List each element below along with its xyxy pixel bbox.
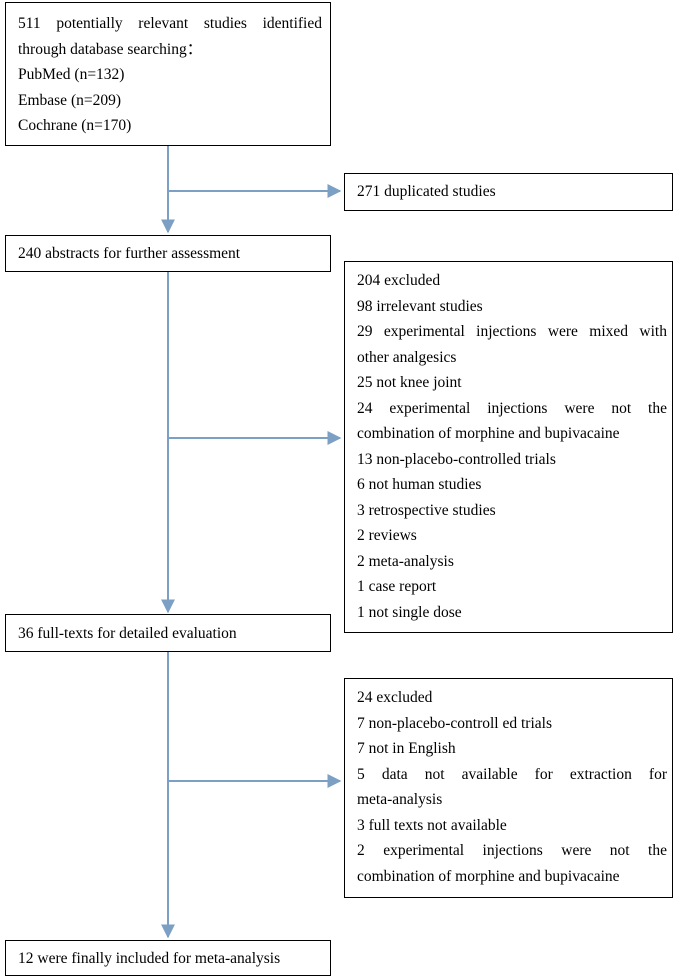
excluded-fulltexts-line: 2 experimental injections were not the [357,842,667,859]
excluded-fulltexts-line: 3 full texts not available [357,816,507,834]
excluded-fulltexts-box: 24 excluded 7 non-placebo-controll ed tr… [344,678,673,898]
excluded-abstracts-line: 1 not single dose [357,603,462,621]
excluded-abstracts-line: 29 experimental injections were mixed wi… [357,323,667,340]
excluded-abstracts-line: 2 reviews [357,527,417,544]
fulltexts-text: 36 full-texts for detailed evaluation [18,625,237,642]
identified-studies-box: 511 potentially relevant studies identif… [5,2,331,146]
excluded-fulltexts-line: 24 excluded [357,689,433,706]
excluded-abstracts-line: 3 retrospective studies [357,501,496,519]
excluded-abstracts-box: 204 excluded 98 irrelevant studies 29 ex… [344,261,673,633]
excluded-fulltexts-line: 5 data not available for extraction for [357,765,667,783]
identified-line-pubmed: PubMed (n=132) [18,66,125,83]
excluded-abstracts-line: 2 meta-analysis [357,552,454,570]
abstracts-box: 240 abstracts for further assessment [5,235,331,272]
excluded-fulltexts-line: 7 non-placebo-controll ed trials [357,714,552,732]
excluded-abstracts-line: 6 not human studies [357,476,482,493]
excluded-abstracts-line: 98 irrelevant studies [357,297,483,315]
included-box: 12 were finally included for meta-analys… [5,940,331,976]
excluded-abstracts-line: 1 case report [357,578,437,595]
excluded-fulltexts-line: 7 not in English [357,740,456,757]
excluded-abstracts-line: combination of morphine and bupivacaine [357,425,620,442]
identified-line-embase: Embase (n=209) [18,91,122,109]
excluded-fulltexts-line: meta-analysis [357,791,443,808]
excluded-abstracts-line: other analgesics [357,348,457,366]
duplicates-box: 271 duplicated studies [344,173,673,211]
excluded-abstracts-line: 25 not knee joint [357,374,462,391]
fulltexts-box: 36 full-texts for detailed evaluation [5,614,331,652]
identified-line-cochrane: Cochrane (n=170) [18,117,132,134]
abstracts-text: 240 abstracts for further assessment [18,245,241,262]
excluded-abstracts-line: 204 excluded [357,272,441,289]
excluded-abstracts-line: 13 non-placebo-controlled trials [357,450,556,468]
included-text: 12 were finally included for meta-analys… [18,950,281,967]
duplicates-text: 271 duplicated studies [357,183,496,200]
identified-line-1: 511 potentially relevant studies identif… [18,15,322,32]
excluded-fulltexts-line: combination of morphine and bupivacaine [357,867,620,885]
identified-line-2: through database searching： [18,40,203,58]
excluded-abstracts-line: 24 experimental injections were not the [357,399,667,417]
